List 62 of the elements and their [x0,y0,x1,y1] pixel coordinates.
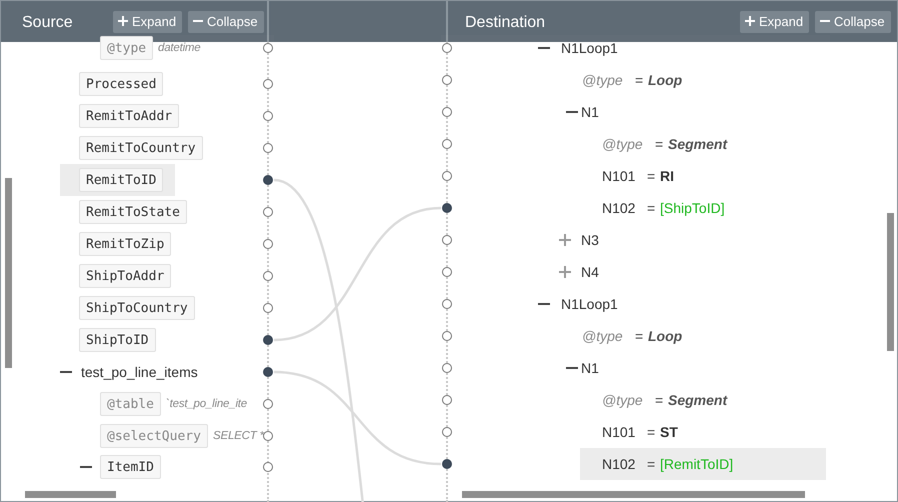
field-tag: RemitToState [79,200,187,224]
field-tag: RemitToCountry [79,136,203,160]
equals-sign: = [647,456,656,473]
tree-row [100,423,274,449]
attribute-value: datetime [158,41,201,56]
collapse-button: Collapse [815,11,891,33]
expand-button: Expand [113,11,182,33]
tree-row [79,103,274,129]
field-value: [ShipToID] [660,200,725,217]
field-name: N101 [602,168,636,185]
equals-sign: = [655,392,664,409]
field-value: Loop [648,328,682,345]
mapping-connector [274,206,442,342]
equals-sign: = [647,424,656,441]
field-tag: RemitToID [79,168,164,192]
field-name: N1 [581,104,599,121]
panel-title: Destination [465,14,546,32]
field-value: ST [660,424,678,441]
field-value: Segment [668,392,728,409]
equals-sign: = [647,168,656,185]
field-name: N101 [602,424,636,441]
equals-sign: = [655,136,664,153]
field-tag: Processed [79,72,164,96]
tree-row [79,135,274,161]
attribute-name: @type [602,136,643,153]
field-name: N1Loop1 [561,40,618,57]
field-tag: @selectQuery [100,424,208,448]
field-value: Segment [668,136,728,153]
tree-row [79,199,274,225]
field-value: [RemitToID] [660,456,734,473]
attribute-value: `test_po_line_ite [166,397,247,412]
attribute-name: @type [602,392,643,409]
field-tag: RemitToZip [79,232,172,256]
field-name: N1 [581,360,599,377]
panel-title: Source [22,14,73,32]
field-tag: ShipToAddr [79,264,172,288]
node-name: test_po_line_items [81,364,198,381]
field-name: N102 [602,200,636,217]
expand-button: Expand [740,11,810,33]
attribute-name: @type [582,72,623,89]
field-name: N4 [581,264,599,281]
field-tag: @table [100,392,161,416]
field-name: N102 [602,456,636,473]
mapping-connector [274,370,442,466]
field-tag: ShipToID [79,328,156,352]
equals-sign: = [635,328,644,345]
field-value: RI [660,168,674,185]
field-tag: ShipToCountry [79,296,195,320]
selected-row [60,167,274,193]
field-name: N3 [581,232,599,249]
field-name: N1Loop1 [561,296,618,313]
field-tag: ItemID [100,455,161,479]
mapping-connector [274,178,364,502]
field-tag: RemitToAddr [79,104,180,128]
equals-sign: = [635,72,644,89]
equals-sign: = [647,200,656,217]
field-value: Loop [648,72,682,89]
tree-row [79,295,274,321]
selected-row [441,451,826,477]
collapse-button: Collapse [188,11,264,33]
attribute-name: @type [582,328,623,345]
field-tag: @type [100,36,154,60]
